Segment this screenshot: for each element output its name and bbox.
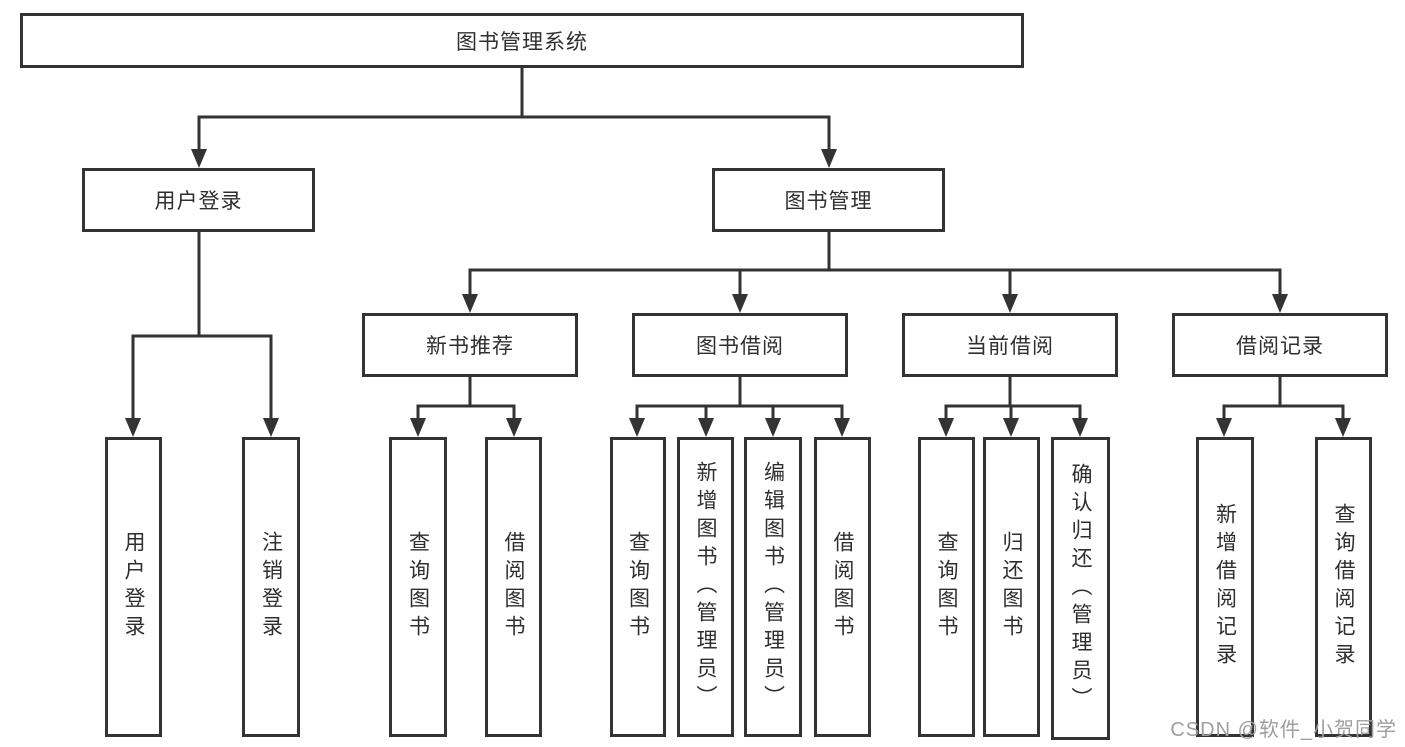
- node-new-book-recommend: 新书推荐: [362, 313, 578, 377]
- leaf-add-books-admin: 新增图书（管理员）: [677, 437, 734, 737]
- leaf-query-borrow-record: 查询借阅记录: [1315, 437, 1372, 737]
- node-book-borrow: 图书借阅: [632, 313, 848, 377]
- leaf-add-borrow-record: 新增借阅记录: [1196, 437, 1254, 737]
- csdn-watermark: CSDN @软件_小贺同学: [1170, 719, 1397, 741]
- node-current-borrow: 当前借阅: [902, 313, 1118, 377]
- leaf-user-login: 用户登录: [105, 437, 162, 737]
- leaf-borrow-books: 借阅图书: [814, 437, 871, 737]
- leaf-borrow-books-recommend: 借阅图书: [485, 437, 542, 737]
- node-root-system: 图书管理系统: [20, 13, 1024, 68]
- leaf-edit-books-admin: 编辑图书（管理员）: [744, 437, 802, 737]
- leaf-query-books-recommend: 查询图书: [389, 437, 447, 737]
- leaf-confirm-return-admin: 确认归还（管理员）: [1051, 437, 1110, 740]
- leaf-return-books: 归还图书: [983, 437, 1040, 737]
- node-borrow-records: 借阅记录: [1172, 313, 1388, 377]
- leaf-query-books-borrow: 查询图书: [610, 437, 666, 737]
- node-user-login: 用户登录: [82, 168, 315, 232]
- leaf-logout: 注销登录: [242, 437, 300, 737]
- node-book-management: 图书管理: [712, 168, 945, 232]
- leaf-query-books-current: 查询图书: [918, 437, 975, 737]
